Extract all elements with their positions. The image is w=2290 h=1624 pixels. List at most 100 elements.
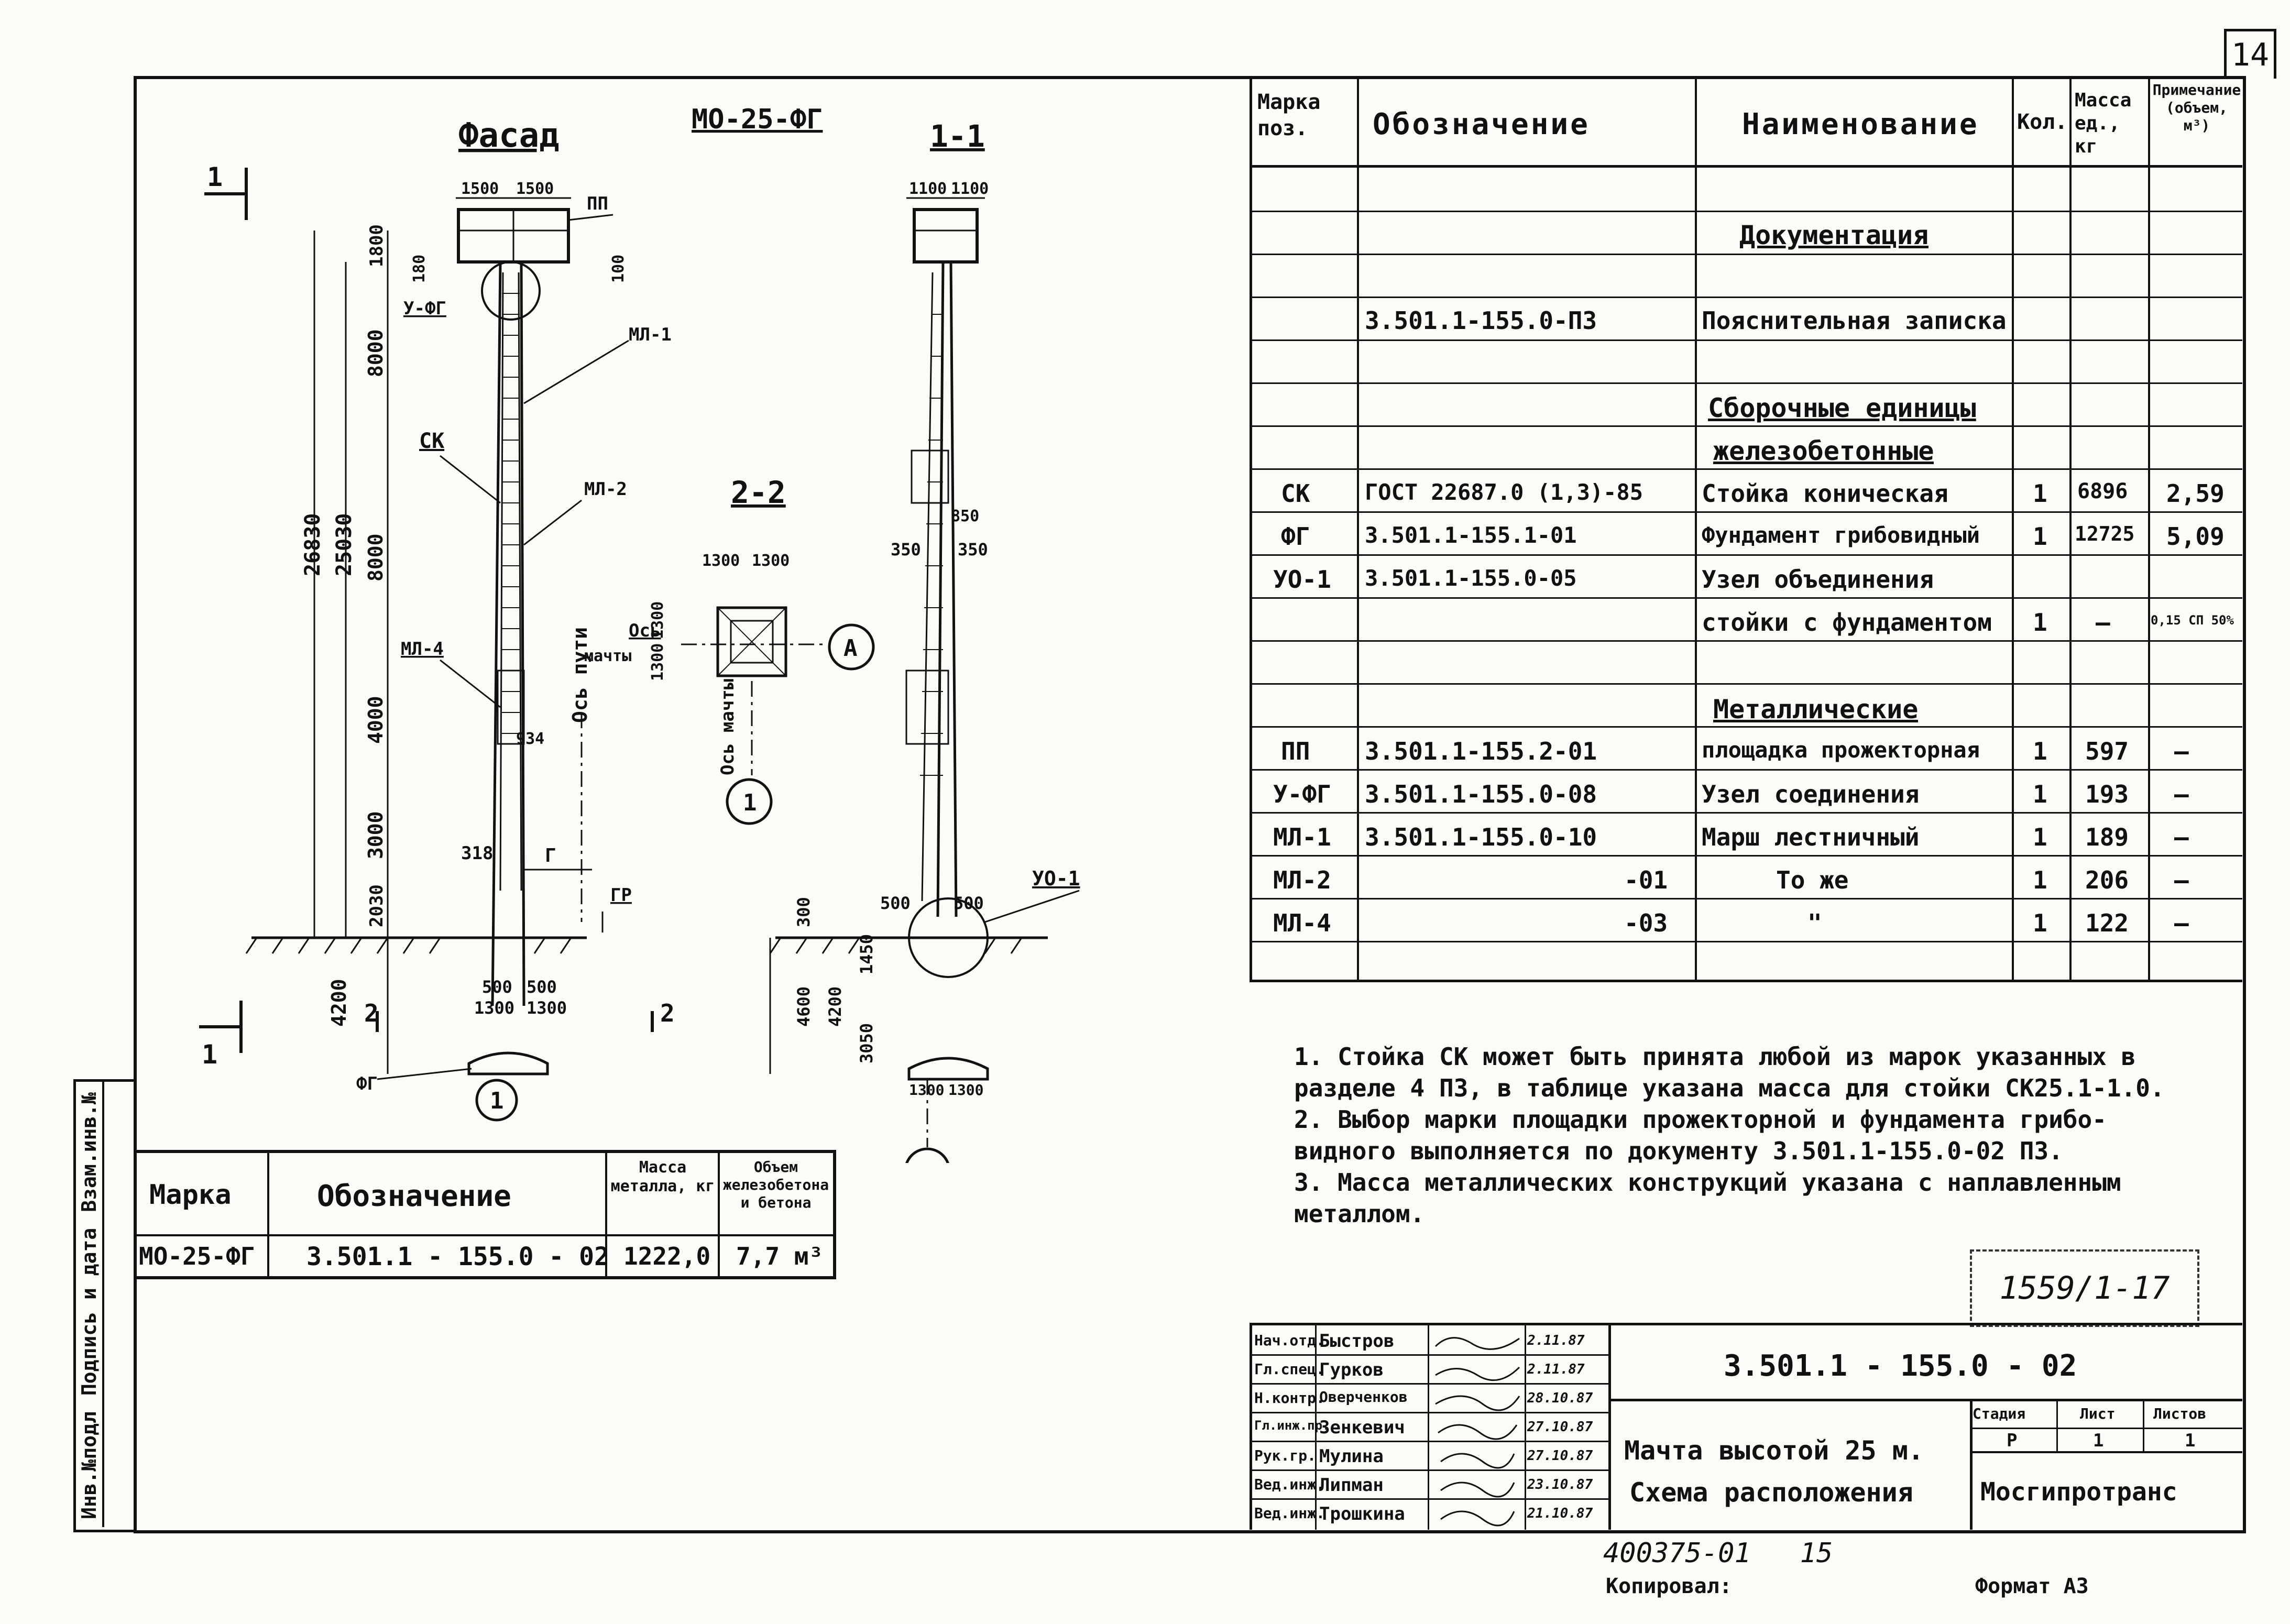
- svg-text:318: 318: [461, 843, 493, 864]
- svg-text:Ось мачты: Ось мачты: [717, 679, 738, 775]
- bom-header-mark: Марка поз.: [1257, 90, 1321, 140]
- bom-row-metal: Металлические: [1713, 694, 1919, 725]
- svg-text:2: 2: [660, 999, 675, 1027]
- tb-role-6: Вед.инж.: [1254, 1476, 1325, 1493]
- svg-text:500: 500: [954, 893, 984, 913]
- svg-text:1300: 1300: [649, 643, 667, 681]
- tb-sheet: 1: [2093, 1430, 2104, 1451]
- tb-date-5: 27.10.87: [1527, 1448, 1593, 1464]
- tb-sheet-header: Лист: [2080, 1405, 2116, 1422]
- svg-text:8000: 8000: [364, 533, 387, 581]
- bom-row-fg-designation: 3.501.1-155.1-01: [1365, 522, 1577, 548]
- svg-text:4200: 4200: [327, 979, 350, 1027]
- metal-mass-value: 1222,0: [623, 1242, 711, 1270]
- svg-text:Ось: Ось: [629, 620, 661, 641]
- svg-text:850: 850: [951, 507, 979, 525]
- svg-text:1: 1: [743, 789, 757, 816]
- bom-row-fg-qty: 1: [2033, 522, 2047, 551]
- svg-text:1300: 1300: [649, 601, 667, 639]
- bom-row-ml1-name: Марш лестничный: [1702, 823, 1920, 851]
- tb-name-5: Мулина: [1319, 1446, 1384, 1467]
- bom-row-reinforced: железобетонные: [1713, 436, 1934, 466]
- mark-value: МО-25-ФГ: [139, 1242, 255, 1270]
- svg-text:У-ФГ: У-ФГ: [403, 298, 446, 319]
- svg-text:1100: 1100: [951, 180, 989, 198]
- bom-row-ml1-mark: МЛ-1: [1273, 823, 1331, 851]
- tb-date-7: 21.10.87: [1527, 1506, 1593, 1521]
- svg-text:1: 1: [207, 162, 223, 192]
- svg-text:1: 1: [490, 1088, 504, 1114]
- tb-date-4: 27.10.87: [1527, 1419, 1593, 1435]
- tb-title-line2: Схема расположения: [1629, 1477, 1913, 1508]
- svg-text:8000: 8000: [364, 329, 387, 377]
- bom-header-qty: Кол.: [2017, 110, 2068, 134]
- bom-row-ufg-name: Узел соединения: [1702, 780, 1920, 808]
- bom-row-ck-note: 2,59: [2166, 479, 2225, 508]
- bom-row-uo1-qty: 1: [2033, 608, 2047, 637]
- svg-text:934: 934: [516, 730, 544, 748]
- tb-date-2: 2.11.87: [1527, 1362, 1585, 1377]
- tb-name-2: Гурков: [1319, 1359, 1384, 1380]
- bom-row-uo1-name2: стойки с фундаментом: [1702, 608, 1992, 637]
- svg-text:2: 2: [364, 999, 379, 1027]
- bom-row-pz-designation: 3.501.1-155.0-ПЗ: [1365, 306, 1597, 335]
- bom-row-documentation: Документация: [1739, 220, 1929, 250]
- svg-text:100: 100: [609, 255, 628, 283]
- side-label-inv: Инв.№подл: [78, 1411, 101, 1519]
- bom-row-pp-name: площадка прожекторная: [1702, 737, 1980, 763]
- bom-row-ml4-designation: -03: [1624, 909, 1668, 937]
- tb-date-3: 28.10.87: [1527, 1390, 1593, 1406]
- bom-row-ufg-qty: 1: [2033, 780, 2047, 808]
- svg-text:3000: 3000: [364, 811, 387, 859]
- sheet-frame: [134, 76, 2246, 1533]
- bom-row-pz-name: Пояснительная записка: [1702, 306, 2007, 335]
- note-line-4: видного выполняется по документу 3.501.1…: [1294, 1137, 2063, 1165]
- tb-role-5: Рук.гр.: [1254, 1447, 1317, 1464]
- bom-row-ufg-designation: 3.501.1-155.0-08: [1365, 780, 1597, 808]
- svg-text:2030: 2030: [366, 884, 387, 927]
- bom-row-ml4-mark: МЛ-4: [1273, 909, 1331, 937]
- note-line-6: металлом.: [1294, 1200, 1425, 1228]
- concrete-volume-value: 7,7 м³: [736, 1242, 824, 1270]
- svg-text:500: 500: [880, 893, 911, 913]
- section22-title: 2-2: [731, 475, 786, 510]
- svg-text:300: 300: [794, 897, 814, 927]
- svg-text:1300: 1300: [702, 552, 740, 570]
- svg-text:350: 350: [891, 540, 921, 559]
- bom-row-pp-mark: ПП: [1281, 737, 1310, 765]
- bom-row-ml1-qty: 1: [2033, 823, 2047, 851]
- tb-stage: Р: [2007, 1430, 2018, 1451]
- format-label: Формат А3: [1975, 1574, 2089, 1598]
- tb-name-3: Оверченков: [1319, 1388, 1408, 1406]
- note-line-1: 1. Стойка СК может быть принята любой из…: [1294, 1043, 2136, 1071]
- svg-text:МЛ-1: МЛ-1: [629, 324, 672, 345]
- bom-row-ufg-mark: У-ФГ: [1273, 780, 1331, 808]
- tb-date-1: 2.11.87: [1527, 1333, 1585, 1348]
- note-line-2: разделе 4 ПЗ, в таблице указана масса дл…: [1294, 1074, 2165, 1102]
- bom-row-ck-mark: СК: [1281, 479, 1310, 508]
- svg-text:1300: 1300: [948, 1081, 983, 1099]
- bom-table: Марка поз. Обозначение Наименование Кол.…: [1250, 76, 2242, 982]
- svg-text:А: А: [843, 635, 858, 662]
- section11-title: 1-1: [930, 118, 985, 154]
- svg-text:ГР: ГР: [610, 885, 632, 906]
- svg-text:26830: 26830: [301, 513, 325, 576]
- svg-text:180: 180: [410, 255, 429, 283]
- svg-text:4000: 4000: [364, 696, 387, 744]
- tb-stage-header: Стадия: [1973, 1405, 2026, 1422]
- mark-header: Марка: [149, 1179, 232, 1211]
- bom-row-ufg-note: —: [2174, 780, 2189, 808]
- svg-text:ФГ: ФГ: [356, 1073, 378, 1094]
- note-line-3: 2. Выбор марки площадки прожекторной и ф…: [1294, 1105, 2107, 1134]
- page-number-box: 14: [2224, 29, 2276, 79]
- svg-text:1: 1: [202, 1039, 217, 1070]
- bom-row-ml2-note: —: [2174, 866, 2189, 894]
- bom-row-fg-mark: ФГ: [1281, 522, 1310, 551]
- svg-text:1300: 1300: [752, 552, 790, 570]
- svg-text:ПП: ПП: [587, 193, 608, 214]
- bom-row-pp-designation: 3.501.1-155.2-01: [1365, 737, 1597, 765]
- bom-row-fg-mass: 12725: [2075, 522, 2135, 545]
- bom-row-ck-mass: 6896: [2077, 479, 2128, 503]
- svg-text:1100: 1100: [909, 180, 947, 198]
- svg-text:Г: Г: [545, 845, 556, 866]
